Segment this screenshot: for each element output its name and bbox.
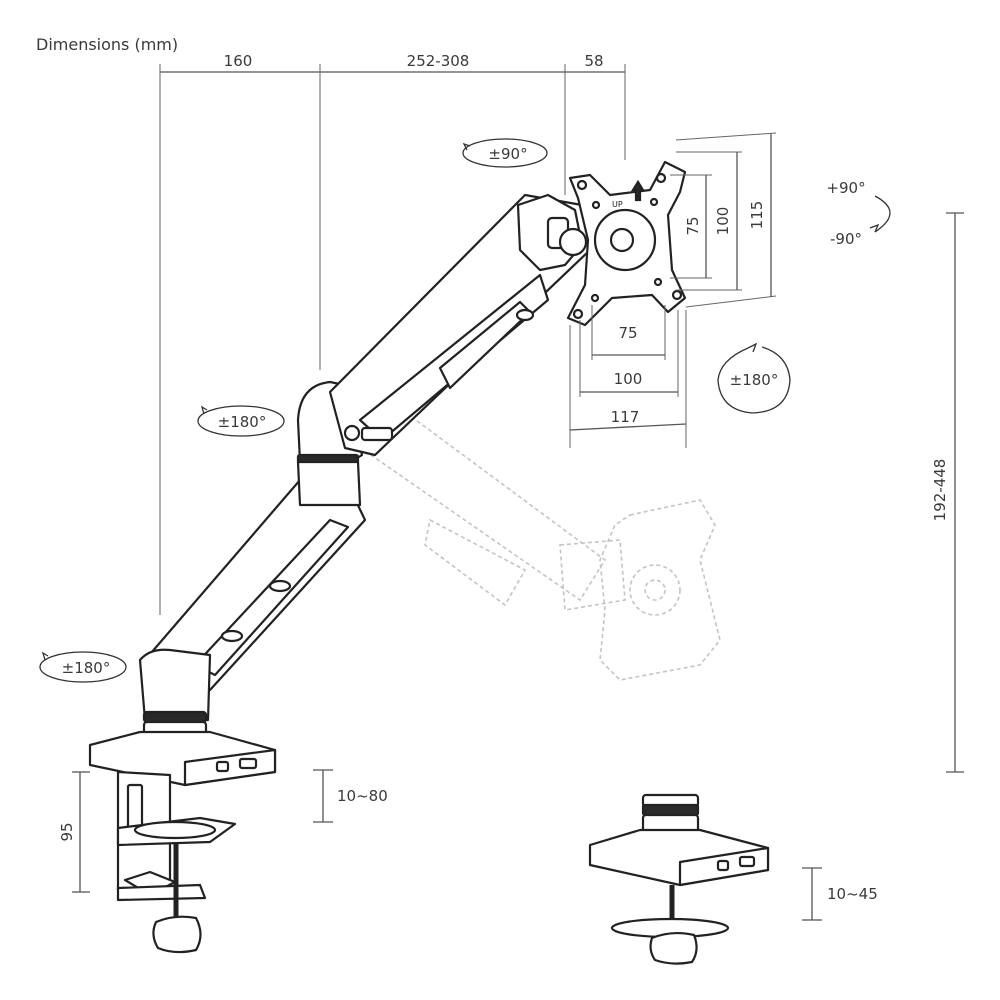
grommet-range-dim <box>802 867 822 921</box>
dim-height-range-label: 192-448 <box>931 459 949 522</box>
dim-vesa-horizontal-75-label: 75 <box>618 324 637 342</box>
elbow-rotation-icon <box>197 405 285 437</box>
dim-arm-reach-label: 252-308 <box>407 52 470 70</box>
dim-plate-height-label: 115 <box>748 201 766 230</box>
head-swivel-label: ±90° <box>488 145 527 163</box>
dim-arm-offset-label: 160 <box>224 52 253 70</box>
vesa-horizontal-dims <box>569 305 687 448</box>
dim-clamp-height-label: 95 <box>58 822 76 841</box>
base-rotation-label: ±180° <box>62 659 111 677</box>
dim-vesa-horizontal-100-label: 100 <box>614 370 643 388</box>
top-dimension-lines <box>159 64 626 615</box>
monitor-arm <box>138 160 687 744</box>
head-swivel-rotation-icon <box>462 138 548 168</box>
dim-vesa-vertical-100-label: 100 <box>714 207 732 236</box>
vesa-up-marker: UP <box>612 200 623 209</box>
dim-vesa-vertical-75-label: 75 <box>684 216 702 235</box>
tilt-up-label: +90° <box>826 179 865 197</box>
height-range-dim <box>946 212 964 773</box>
dim-head-depth-label: 58 <box>584 52 603 70</box>
tilt-down-label: -90° <box>830 230 862 248</box>
vesa-vertical-dims <box>670 132 777 308</box>
clamp-height-dim <box>72 771 90 893</box>
dim-clamp-range-label: 10~80 <box>337 787 388 805</box>
tilt-rotation-icon <box>869 195 891 233</box>
base-rotation-icon <box>39 651 127 683</box>
clamp-range-dim <box>313 769 333 823</box>
dim-plate-width-label: 117 <box>611 408 640 426</box>
head-rotate-rotation-icon <box>717 342 791 414</box>
grommet-mount <box>588 793 770 965</box>
head-rotate-label: ±180° <box>730 371 779 389</box>
elbow-rotation-label: ±180° <box>218 413 267 431</box>
diagram-title: Dimensions (mm) <box>36 35 178 54</box>
dim-grommet-range-label: 10~45 <box>827 885 878 903</box>
desk-clamp <box>88 730 277 954</box>
